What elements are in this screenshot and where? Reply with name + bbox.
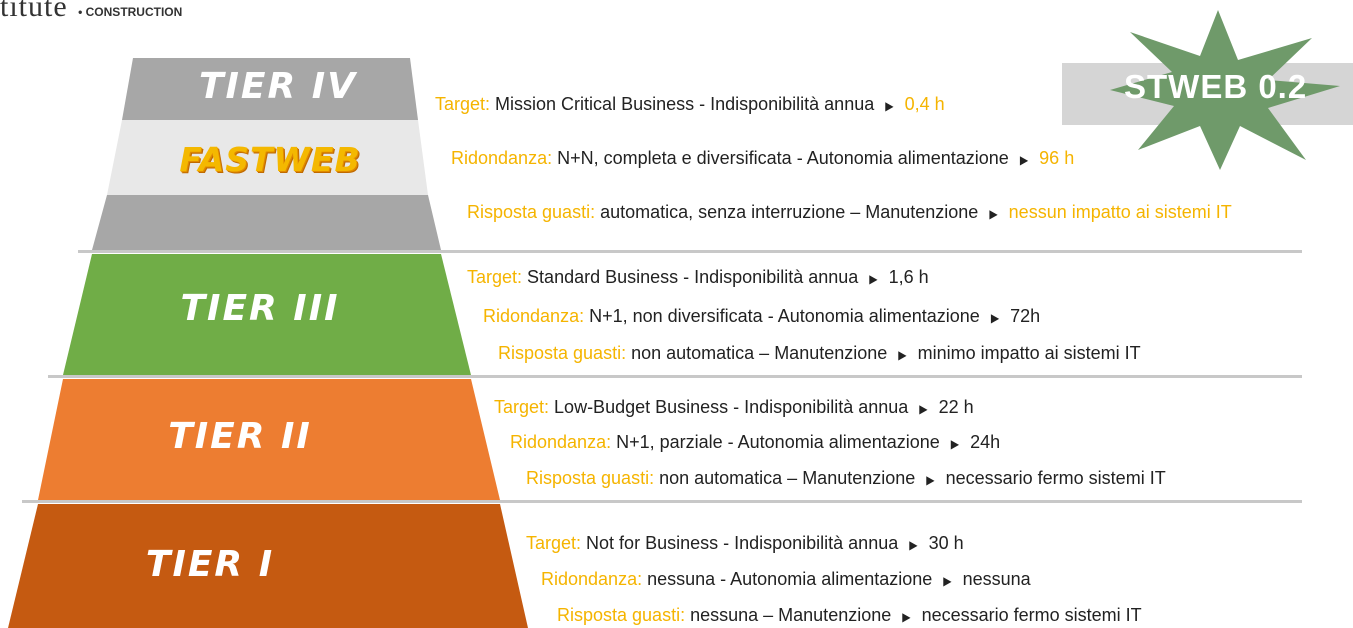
line-text: nessuna - Autonomia alimentazione <box>647 569 933 589</box>
line-key: Target: <box>467 267 523 287</box>
tier-1-target-line: Target: Not for Business - Indisponibili… <box>526 533 964 554</box>
tier-2-target-line: Target: Low-Budget Business - Indisponib… <box>494 397 974 418</box>
triangle-right-icon: ▶ <box>950 437 960 451</box>
tier-3-label: TIER III <box>180 288 340 329</box>
tier-3-redundancy-line: Ridondanza: N+1, non diversificata - Aut… <box>483 306 1040 327</box>
tier-4-logo-band <box>107 120 428 195</box>
line-key: Ridondanza: <box>451 148 553 168</box>
tier-2-redundancy-line: Ridondanza: N+1, parziale - Autonomia al… <box>510 432 1000 453</box>
line-value: 96 h <box>1039 148 1075 168</box>
line-key: Risposta guasti: <box>467 202 596 222</box>
brand-header: titute • CONSTRUCTION <box>0 0 183 23</box>
line-key: Target: <box>526 533 582 553</box>
tier-divider <box>48 375 1302 378</box>
line-text: non automatica – Manutenzione <box>631 343 888 363</box>
tier-4-top-segment <box>122 58 418 120</box>
brand-word: titute <box>0 0 68 23</box>
triangle-right-icon: ▶ <box>990 311 1000 325</box>
line-key: Ridondanza: <box>541 569 643 589</box>
line-text: Not for Business - Indisponibilità annua <box>586 533 899 553</box>
line-key: Risposta guasti: <box>557 605 686 625</box>
tier-4-target-line: Target: Mission Critical Business - Indi… <box>435 94 945 115</box>
tier-4-bottom-segment <box>92 195 441 250</box>
line-text: non automatica – Manutenzione <box>659 468 916 488</box>
tier-divider <box>22 500 1302 503</box>
tier-2-fault-line: Risposta guasti: non automatica – Manute… <box>526 468 1166 489</box>
tier-1-segment <box>8 504 528 628</box>
line-value: nessun impatto ai sistemi IT <box>1008 202 1232 222</box>
tier-4-fault-line: Risposta guasti: automatica, senza inter… <box>467 202 1232 223</box>
line-text: N+1, parziale - Autonomia alimentazione <box>616 432 940 452</box>
line-key: Target: <box>435 94 491 114</box>
tier-2-segment <box>38 379 500 500</box>
line-text: Standard Business - Indisponibilità annu… <box>527 267 859 287</box>
triangle-right-icon: ▶ <box>1019 153 1029 167</box>
line-value: nessuna <box>962 569 1031 589</box>
brand-subtitle: • CONSTRUCTION <box>78 5 183 19</box>
tier-4-label: TIER IV <box>198 66 358 107</box>
line-value: 1,6 h <box>888 267 929 287</box>
line-value: 30 h <box>928 533 964 553</box>
line-value: 72h <box>1010 306 1041 326</box>
triangle-right-icon: ▶ <box>919 402 928 416</box>
tier-3-fault-line: Risposta guasti: non automatica – Manute… <box>498 343 1141 364</box>
tier-1-label: TIER I <box>145 544 275 585</box>
tier-1-fault-line: Risposta guasti: nessuna – Manutenzione … <box>557 605 1142 626</box>
triangle-right-icon: ▶ <box>898 348 907 362</box>
tier-divider <box>78 250 1302 253</box>
triangle-right-icon: ▶ <box>943 574 952 588</box>
tier-3-segment <box>63 254 471 375</box>
line-text: N+N, completa e diversificata - Autonomi… <box>557 148 1009 168</box>
fastweb-logo: FASTWEB <box>179 140 361 179</box>
tier-4-redundancy-line: Ridondanza: N+N, completa e diversificat… <box>451 148 1074 169</box>
starburst-icon <box>1110 10 1340 170</box>
line-text: nessuna – Manutenzione <box>690 605 892 625</box>
line-key: Ridondanza: <box>510 432 612 452</box>
tier-1-redundancy-line: Ridondanza: nessuna - Autonomia alimenta… <box>541 569 1031 590</box>
line-text: Low-Budget Business - Indisponibilità an… <box>554 397 909 417</box>
triangle-right-icon: ▶ <box>902 610 911 624</box>
line-key: Risposta guasti: <box>498 343 627 363</box>
banner-text: STWEB 0.2 <box>1124 68 1308 105</box>
line-value: necessario fermo sistemi IT <box>945 468 1166 488</box>
triangle-right-icon: ▶ <box>869 272 878 286</box>
triangle-right-icon: ▶ <box>926 473 935 487</box>
line-key: Risposta guasti: <box>526 468 655 488</box>
line-value: 22 h <box>938 397 974 417</box>
triangle-right-icon: ▶ <box>989 207 998 221</box>
tier-2-label: TIER II <box>168 416 312 457</box>
line-value: 0,4 h <box>904 94 945 114</box>
line-text: automatica, senza interruzione – Manuten… <box>600 202 979 222</box>
line-value: necessario fermo sistemi IT <box>921 605 1142 625</box>
tier-3-target-line: Target: Standard Business - Indisponibil… <box>467 267 929 288</box>
triangle-right-icon: ▶ <box>909 538 918 552</box>
line-text: N+1, non diversificata - Autonomia alime… <box>589 306 980 326</box>
line-value: 24h <box>970 432 1001 452</box>
line-key: Ridondanza: <box>483 306 585 326</box>
line-text: Mission Critical Business - Indisponibil… <box>495 94 875 114</box>
line-value: minimo impatto ai sistemi IT <box>917 343 1141 363</box>
line-key: Target: <box>494 397 550 417</box>
triangle-right-icon: ▶ <box>885 99 894 113</box>
